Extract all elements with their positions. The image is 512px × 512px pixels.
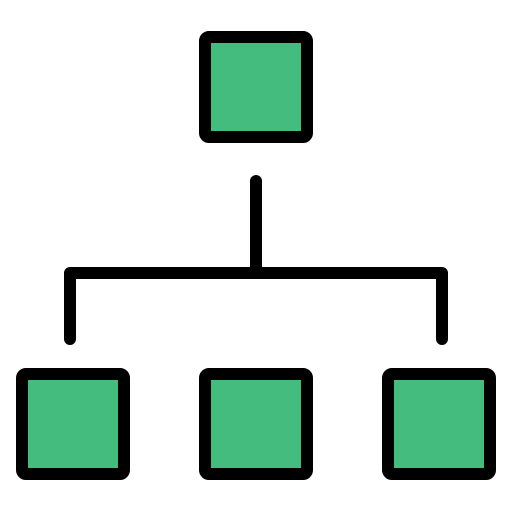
root-node [199, 31, 313, 143]
child-node-center [199, 368, 313, 480]
connector-horizontal-bus [64, 267, 448, 345]
connector-lines [64, 175, 448, 345]
child-node-right [382, 368, 496, 480]
child-node-left [16, 368, 130, 480]
